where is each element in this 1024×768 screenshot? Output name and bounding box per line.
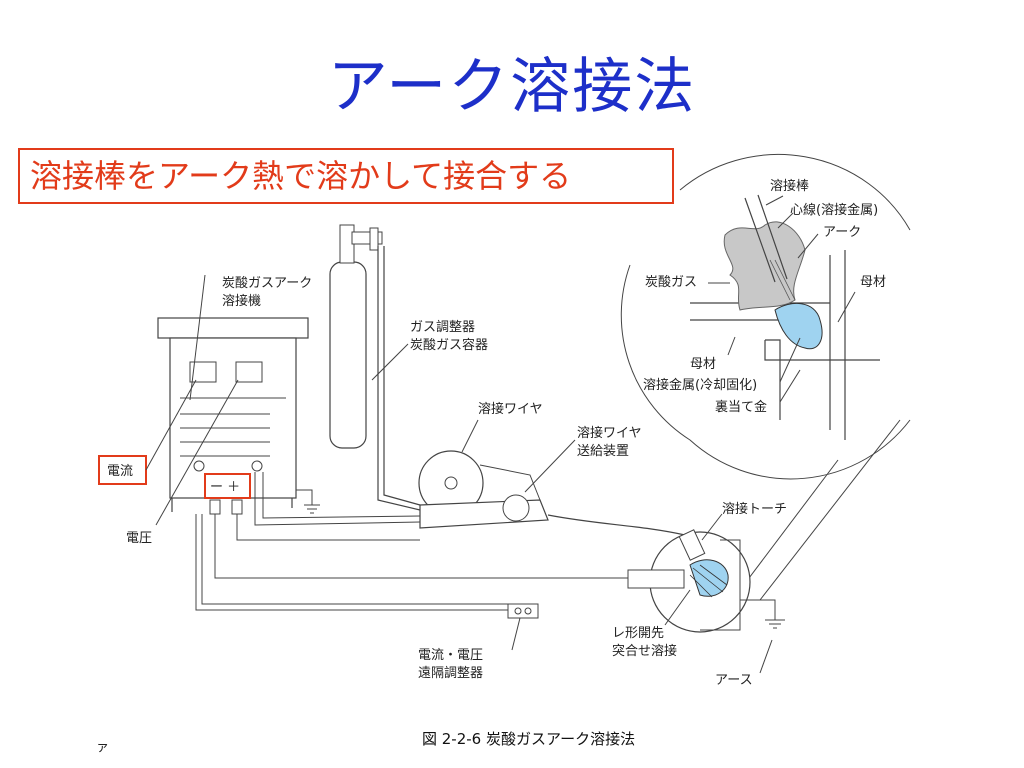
label-welder-1: 炭酸ガスアーク xyxy=(222,276,312,291)
label-remote-2: 遠隔調整器 xyxy=(418,666,483,681)
label-current: 電流 xyxy=(107,464,133,479)
torch-workpiece: 溶接トーチ レ形開先 突合せ溶接 アース xyxy=(612,501,787,688)
cables xyxy=(195,472,628,611)
label-feeder-2: 送給装置 xyxy=(577,444,629,459)
gas-cylinder: ガス調整器 炭酸ガス容器 xyxy=(329,224,488,511)
label-rod: 溶接棒 xyxy=(770,178,809,194)
label-weld-metal: 溶接金属(冷却固化) xyxy=(643,377,757,393)
remote-controller: 電流・電圧 遠隔調整器 xyxy=(418,603,539,681)
detail-circle: 溶接棒 心線(溶接金属) アーク 炭酸ガス 母材 母材 溶接金属(冷却固化) 裏… xyxy=(620,153,911,601)
label-arc: アーク xyxy=(823,225,861,240)
label-base-left: 母材 xyxy=(690,357,716,372)
label-welder-2: 溶接機 xyxy=(222,293,261,309)
label-gas-2: 炭酸ガス容器 xyxy=(410,337,488,353)
wire-feeder: 溶接ワイヤ 溶接ワイヤ 送給装置 xyxy=(418,401,686,536)
current-box xyxy=(98,455,147,485)
label-earth: アース xyxy=(715,673,753,688)
label-base-right: 母材 xyxy=(860,275,886,290)
label-polarity: ー ＋ xyxy=(210,480,240,495)
label-feeder-1: 溶接ワイヤ xyxy=(577,425,642,441)
corner-mark: ァ xyxy=(96,740,109,755)
label-voltage: 電圧 xyxy=(126,531,152,546)
label-torch: 溶接トーチ xyxy=(722,501,787,517)
page-title: アーク溶接法 xyxy=(327,52,697,122)
label-gas-1: ガス調整器 xyxy=(410,320,475,335)
label-groove-1: レ形開先 xyxy=(612,626,664,641)
label-core: 心線(溶接金属) xyxy=(790,202,878,218)
label-remote-1: 電流・電圧 xyxy=(418,648,483,663)
welding-machine: 炭酸ガスアーク 溶接機 xyxy=(157,274,320,514)
label-backing: 裏当て金 xyxy=(715,399,767,415)
polarity-box xyxy=(204,473,251,499)
label-groove-2: 突合せ溶接 xyxy=(612,643,677,659)
subtitle-box: 溶接棒をアーク熱で溶かして接合する xyxy=(18,148,674,204)
figure-caption: 図 2-2-6 炭酸ガスアーク溶接法 xyxy=(422,730,635,748)
label-co2: 炭酸ガス xyxy=(645,275,697,290)
label-wire: 溶接ワイヤ xyxy=(478,401,543,417)
